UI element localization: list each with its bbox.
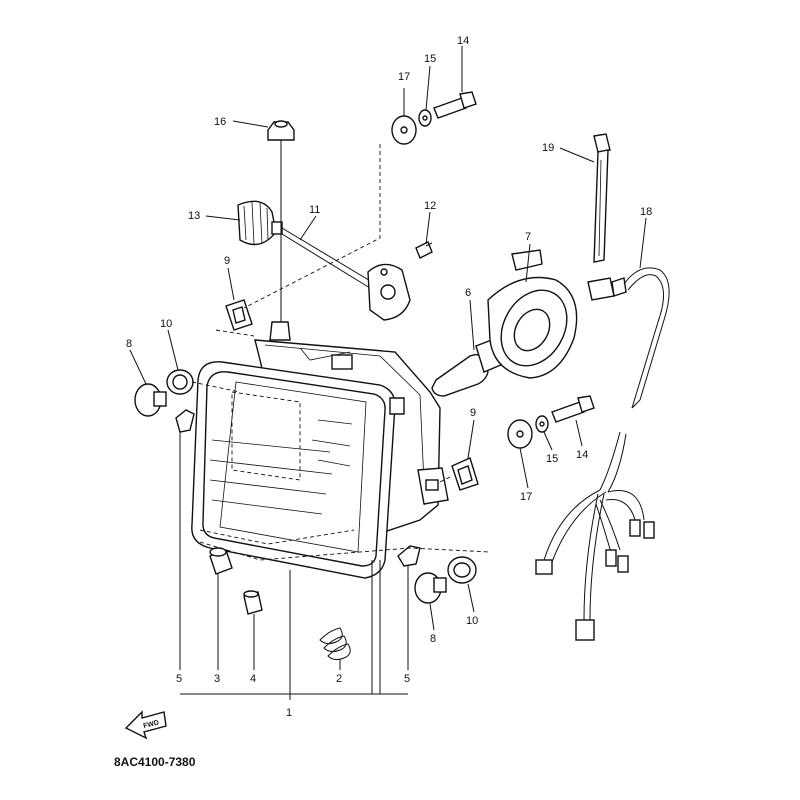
mounting-bracket [367, 263, 411, 321]
callout-9-left: 9 [224, 255, 230, 267]
grommet-9-left [225, 299, 253, 331]
headlight-unit [191, 321, 449, 579]
callout-11: 11 [309, 204, 320, 216]
screw-12 [415, 241, 433, 259]
grommet-9-right [451, 457, 479, 491]
callout-12: 12 [424, 200, 436, 212]
callout-5-left: 5 [176, 673, 182, 685]
callout-4: 4 [250, 673, 256, 685]
washer-17-right [507, 419, 533, 449]
callout-3: 3 [214, 673, 220, 685]
callout-7: 7 [525, 231, 531, 243]
collar-10-left [166, 369, 194, 395]
bulb-cover-7 [487, 249, 578, 379]
callout-17-right: 17 [520, 491, 532, 503]
bolt-14-right [551, 395, 595, 423]
callout-9-right: 9 [470, 407, 476, 419]
washer-15-top [418, 109, 432, 127]
clip-5-right [397, 545, 421, 567]
callout-10-right: 10 [466, 615, 478, 627]
callout-5-right: 5 [404, 673, 410, 685]
callout-13: 13 [188, 210, 200, 222]
collar-10-right [447, 556, 477, 584]
adjuster-knob [237, 200, 283, 246]
washer-17-top [391, 115, 417, 145]
callout-6: 6 [465, 287, 471, 299]
cable-tie-19 [593, 133, 611, 263]
adjusting-rod [281, 227, 373, 289]
bolt-8-left [134, 383, 167, 417]
callout-18: 18 [640, 206, 652, 218]
leader-lines [129, 46, 647, 700]
callout-19: 19 [542, 142, 554, 154]
callout-labels: 14 15 17 16 19 12 18 11 13 7 9 6 10 8 9 … [126, 35, 652, 719]
connector-a [535, 559, 553, 575]
fwd-arrow-icon: FWD [124, 710, 167, 740]
wire-harness-18 [535, 267, 670, 641]
grommet-16 [267, 120, 295, 141]
clip-5-left [175, 409, 195, 433]
callout-10-left: 10 [160, 318, 172, 330]
callout-8-left: 8 [126, 338, 132, 350]
cap-3 [209, 547, 233, 575]
spring-2 [319, 627, 351, 661]
callout-14-right: 14 [576, 449, 588, 461]
washer-15-right [535, 415, 549, 433]
callout-15-top: 15 [424, 53, 436, 65]
callout-1: 1 [286, 707, 292, 719]
callout-14-top: 14 [457, 35, 469, 47]
bolt-8-right [414, 572, 447, 604]
drawing-code: 8AC4100-7380 [114, 755, 196, 769]
callout-15-right: 15 [546, 453, 558, 465]
bolt-14-top [433, 91, 477, 119]
callout-17-top: 17 [398, 71, 410, 83]
callout-16: 16 [214, 116, 226, 128]
nut-4 [243, 590, 263, 615]
callout-2: 2 [336, 673, 342, 685]
fwd-label: FWD [143, 719, 160, 730]
callout-8-right: 8 [430, 633, 436, 645]
